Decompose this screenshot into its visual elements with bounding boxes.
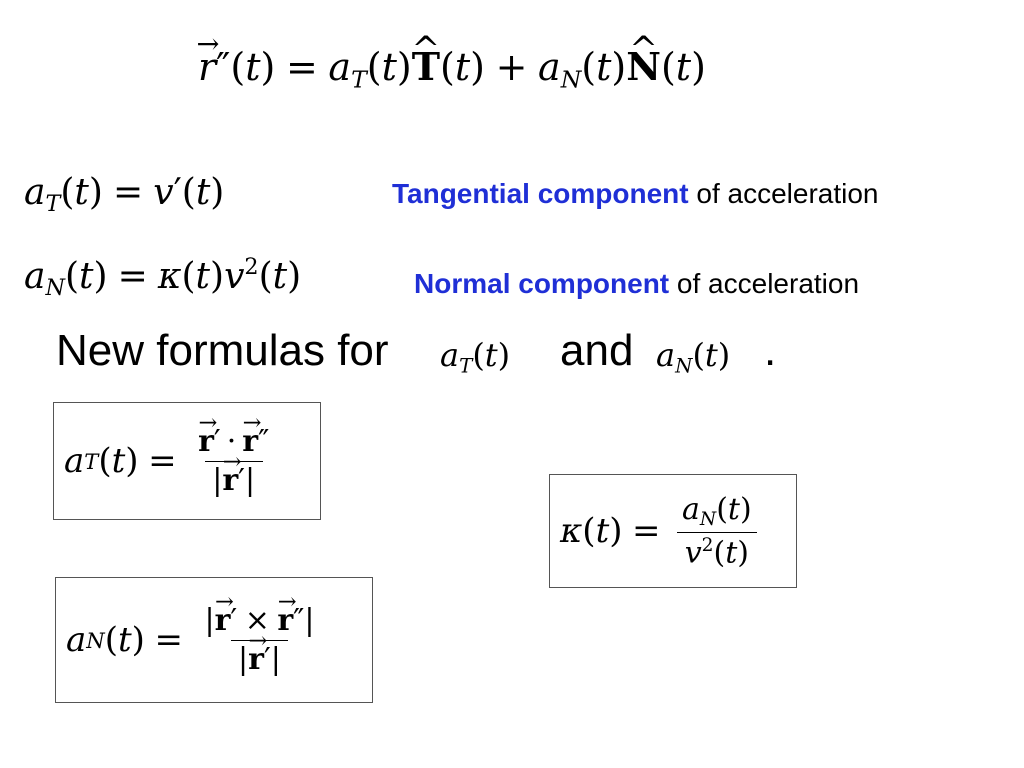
tangential-component-caption: Tangential component of acceleration — [392, 178, 879, 210]
normal-component-caption: Normal component of acceleration — [414, 268, 859, 300]
formula-box-tangential: aT(t)= r′·r″ |r′| — [53, 402, 321, 520]
headline-aT: aT(t) — [440, 336, 511, 378]
headline-period: . — [764, 326, 777, 375]
equation-acceleration-decomposition: r″(t)=aT(t)T(t)+aN(t)N(t) — [198, 44, 706, 94]
tangential-term: Tangential component — [392, 178, 689, 209]
headline-aN: aN(t) — [656, 336, 731, 378]
equation-normal-curvature: aN(t)=κ(t)v2(t) — [24, 254, 302, 301]
equation-tangential-speed-derivative: aT(t)=v′(t) — [24, 172, 225, 218]
formula-box-normal: aN(t)= |r′×r″| |r′| — [55, 577, 373, 703]
headline-prefix: New formulas for — [56, 326, 389, 375]
normal-term: Normal component — [414, 268, 670, 299]
formula-box-curvature: κ(t)= aN(t) v2(t) — [549, 474, 797, 588]
headline-and: and — [560, 326, 634, 375]
tangential-rest: of acceleration — [696, 178, 879, 209]
normal-rest: of acceleration — [676, 268, 860, 299]
